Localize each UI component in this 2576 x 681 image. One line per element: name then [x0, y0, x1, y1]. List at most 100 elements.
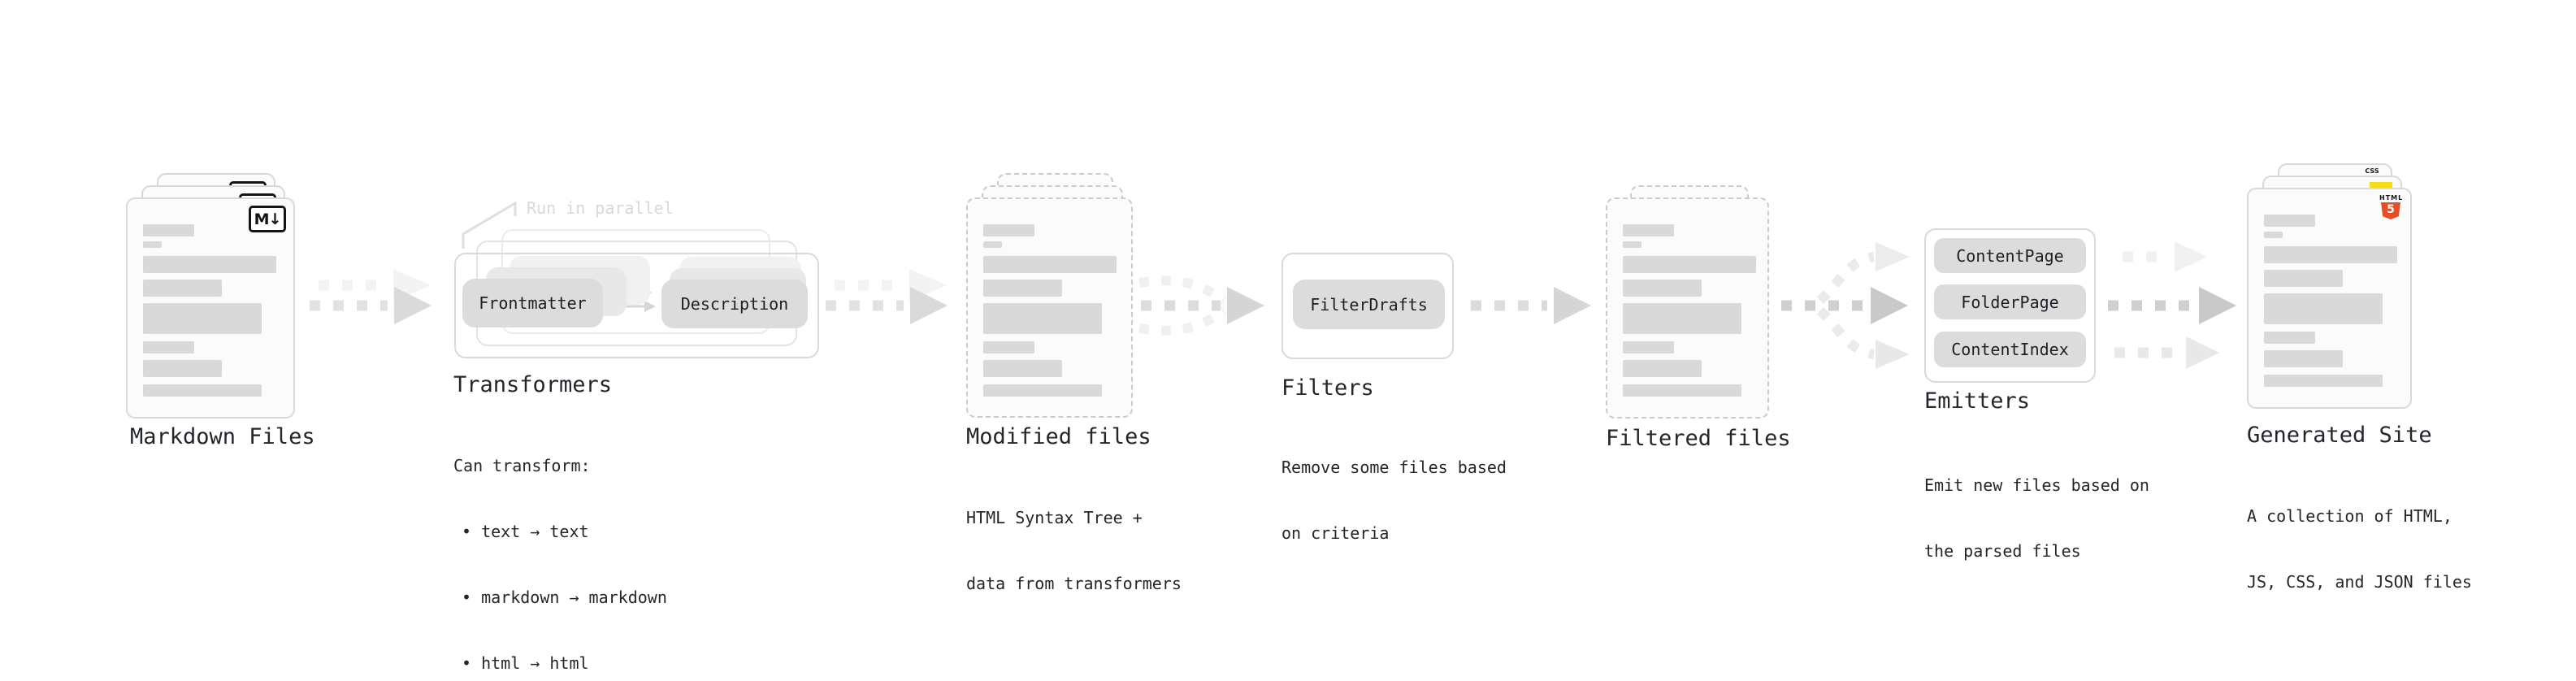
generated-site-label: Generated Site — [2247, 423, 2432, 448]
description-line: Emit new files based on — [1924, 475, 2149, 495]
placeholder-line — [2264, 215, 2315, 227]
arrow-filtered-to-emitters-branch — [1781, 242, 1910, 369]
description-line: JS, CSS, and JSON files — [2247, 572, 2472, 592]
modified-files-stack — [966, 172, 1169, 424]
placeholder-line — [2264, 232, 2283, 238]
arrow-head — [394, 287, 432, 324]
placeholder-line — [143, 384, 262, 397]
placeholder-line — [983, 241, 1002, 248]
description-line: on criteria — [1281, 523, 1390, 543]
arrow-head — [1554, 287, 1591, 324]
filtered-files-stack — [1606, 172, 1809, 424]
frontmatter-pill: Frontmatter — [462, 279, 603, 327]
placeholder-line — [143, 280, 222, 297]
bullet-item: • markdown → markdown — [462, 588, 667, 607]
placeholder-line — [1623, 224, 1674, 236]
description-line: the parsed files — [1924, 541, 2081, 561]
placeholder-line — [983, 384, 1102, 397]
placeholder-line — [143, 224, 194, 236]
arrow-head — [2186, 336, 2219, 369]
placeholder-line — [983, 280, 1062, 297]
run-in-parallel-annotation: Run in parallel — [527, 198, 674, 218]
description-line: Remove some files based — [1281, 458, 1507, 477]
folderpage-pill: FolderPage — [1934, 284, 2086, 319]
placeholder-line — [143, 341, 194, 354]
css-icon-label: CSS — [2365, 167, 2379, 175]
placeholder-line — [143, 241, 162, 248]
arrow-emitters-to-site — [2108, 241, 2236, 369]
arrow-head — [1876, 340, 1910, 369]
arrow-transformers-to-modified — [826, 269, 948, 324]
placeholder-line — [1623, 360, 1702, 377]
arrow-markdown-to-transformers — [310, 269, 432, 324]
mini-arrow-head — [644, 301, 656, 312]
filters-description: Remove some files based on criteria — [1281, 413, 1507, 588]
modified-files-label: Modified files — [966, 424, 1151, 449]
annotation-leader-line — [462, 201, 517, 249]
placeholder-line — [1623, 280, 1702, 297]
description-line: HTML Syntax Tree + — [966, 508, 1143, 527]
placeholder-line — [1623, 384, 1741, 397]
markdown-file-card: M↓ — [126, 197, 295, 419]
placeholder-line — [1623, 256, 1756, 273]
bullet-item: • text → text — [462, 522, 589, 541]
contentpage-pill: ContentPage — [1934, 238, 2086, 273]
arrow-modified-to-filters-merge — [1138, 275, 1264, 336]
description-pill: Description — [661, 280, 808, 328]
bullet-item: • html → html — [462, 653, 589, 673]
markdown-files-label: Markdown Files — [130, 424, 315, 449]
placeholder-line — [2264, 350, 2343, 367]
filterdrafts-pill: FilterDrafts — [1293, 280, 1445, 329]
placeholder-line — [983, 256, 1117, 273]
transformer-box-front — [454, 253, 819, 358]
placeholder-line — [983, 360, 1062, 377]
generated-site-description: A collection of HTML, JS, CSS, and JSON … — [2247, 462, 2472, 637]
arrow-head — [1876, 242, 1910, 271]
placeholder-line — [983, 303, 1102, 334]
branch-curve-bottom — [1816, 306, 1876, 359]
transformers-label: Transformers — [453, 372, 613, 397]
arrow-head — [1227, 287, 1264, 324]
description-line: A collection of HTML, — [2247, 506, 2452, 526]
markdown-icon: M↓ — [249, 206, 286, 232]
emitters-label: Emitters — [1924, 388, 2031, 414]
description-line: data from transformers — [966, 574, 1182, 593]
modified-file-card — [966, 197, 1133, 418]
markdown-files-stack: M↓ M↓ M↓ — [126, 172, 329, 424]
html5-icon-label: HTML — [2379, 194, 2404, 202]
site-file-card: HTML 5 — [2247, 188, 2412, 409]
contentindex-pill: ContentIndex — [1934, 332, 2086, 367]
placeholder-line — [2264, 293, 2383, 324]
merge-curve-top — [1138, 275, 1227, 305]
transformers-description: Can transform: • text → text • markdown … — [453, 411, 667, 681]
generated-site-stack: CSS HTML 5 — [2247, 163, 2450, 414]
placeholder-line — [143, 360, 222, 377]
filtered-file-card — [1606, 197, 1769, 419]
placeholder-line — [1623, 303, 1741, 334]
filtered-files-label: Filtered files — [1606, 426, 1791, 451]
placeholder-line — [143, 303, 262, 334]
html5-icon: HTML 5 — [2379, 194, 2402, 219]
modified-files-description: HTML Syntax Tree + data from transformer… — [966, 463, 1182, 639]
filters-box — [1281, 253, 1454, 359]
emitters-description: Emit new files based on the parsed files — [1924, 431, 2149, 606]
placeholder-line — [983, 224, 1034, 236]
filters-label: Filters — [1281, 375, 1374, 401]
placeholder-line — [2264, 246, 2397, 263]
merge-curve-bottom — [1138, 306, 1227, 336]
placeholder-line — [2264, 332, 2315, 344]
emitters-box — [1924, 228, 2096, 383]
branch-curve-top — [1816, 252, 1876, 305]
placeholder-line — [1623, 341, 1674, 354]
description-line: Can transform: — [453, 456, 591, 475]
arrow-head — [2199, 287, 2236, 324]
placeholder-line — [2264, 375, 2383, 387]
placeholder-line — [1623, 241, 1641, 248]
arrow-head — [1871, 287, 1908, 324]
html5-icon-shield: 5 — [2381, 202, 2400, 219]
placeholder-line — [983, 341, 1034, 354]
arrow-head — [2175, 241, 2207, 272]
arrow-head — [910, 287, 948, 324]
